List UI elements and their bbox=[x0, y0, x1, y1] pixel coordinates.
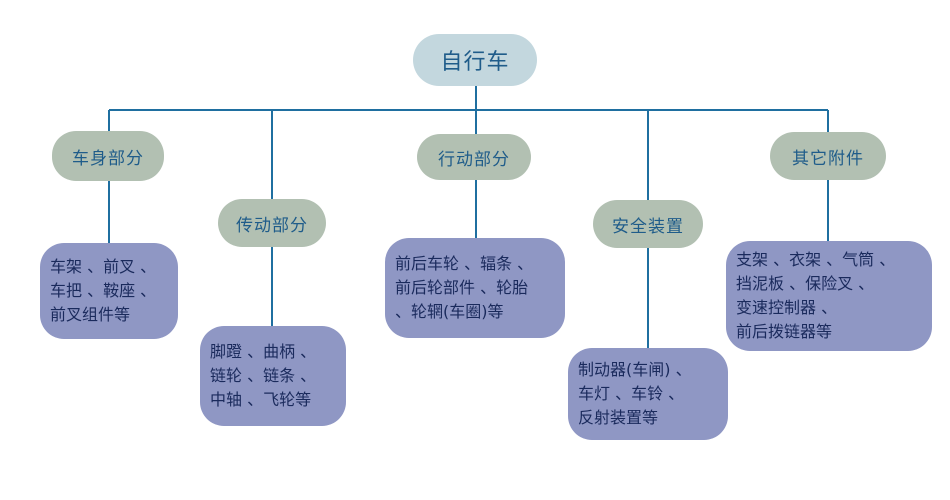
root-node: 自行车 bbox=[413, 34, 537, 86]
detail-safety-node: 制动器(车闸) 、 车灯 、车铃 、 反射装置等 bbox=[568, 348, 728, 440]
category-drivetrain-node: 传动部分 bbox=[218, 199, 326, 247]
category-running-node: 行动部分 bbox=[417, 134, 531, 180]
detail-accessories-text: 支架 、衣架 、气筒 、 挡泥板 、保险叉 、 变速控制器 、 前后拨链器等 bbox=[736, 250, 896, 341]
detail-accessories-node: 支架 、衣架 、气筒 、 挡泥板 、保险叉 、 变速控制器 、 前后拨链器等 bbox=[726, 241, 932, 351]
detail-drivetrain-node: 脚蹬 、曲柄 、 链轮 、链条 、 中轴 、飞轮等 bbox=[200, 326, 346, 426]
detail-running-text: 前后车轮 、辐条 、 前后轮部件 、轮胎 、轮辋(车圈)等 bbox=[395, 254, 534, 321]
category-accessories-node: 其它附件 bbox=[770, 132, 886, 180]
category-accessories-label: 其它附件 bbox=[792, 148, 864, 169]
detail-running-node: 前后车轮 、辐条 、 前后轮部件 、轮胎 、轮辋(车圈)等 bbox=[385, 238, 565, 338]
category-body-label: 车身部分 bbox=[72, 148, 144, 169]
detail-drivetrain-text: 脚蹬 、曲柄 、 链轮 、链条 、 中轴 、飞轮等 bbox=[210, 342, 317, 409]
detail-body-node: 车架 、前叉 、 车把 、鞍座 、 前叉组件等 bbox=[40, 243, 178, 339]
detail-safety-text: 制动器(车闸) 、 车灯 、车铃 、 反射装置等 bbox=[578, 360, 692, 427]
category-safety-node: 安全装置 bbox=[593, 200, 703, 248]
category-drivetrain-label: 传动部分 bbox=[236, 215, 308, 236]
category-running-label: 行动部分 bbox=[438, 149, 510, 170]
detail-body-text: 车架 、前叉 、 车把 、鞍座 、 前叉组件等 bbox=[50, 257, 157, 324]
category-body-node: 车身部分 bbox=[52, 131, 164, 181]
category-safety-label: 安全装置 bbox=[612, 216, 684, 237]
root-label: 自行车 bbox=[440, 50, 510, 75]
